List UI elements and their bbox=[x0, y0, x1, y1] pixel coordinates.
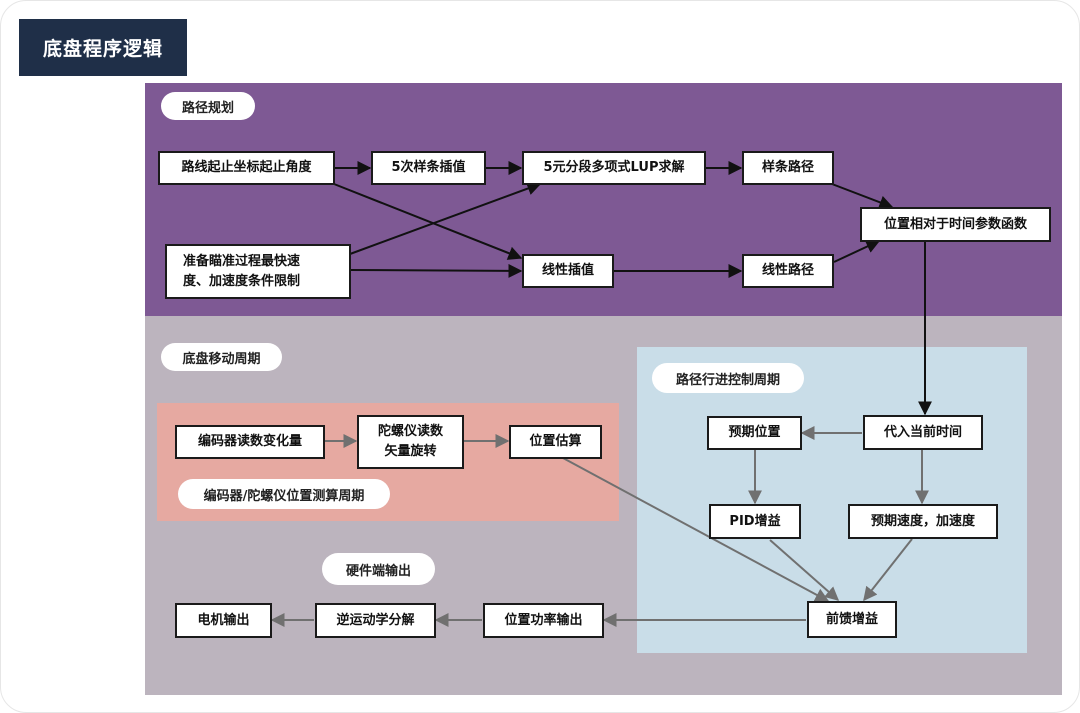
arrow-expected-vel-to-feedforward bbox=[863, 538, 913, 602]
arrow-limits-to-lup bbox=[349, 181, 542, 255]
node-position-power-output: 位置功率输出 bbox=[483, 603, 604, 638]
arrow-start-to-linear-interp bbox=[333, 183, 523, 260]
node-current-time: 代入当前时间 bbox=[863, 415, 983, 450]
node-linear-interp: 线性插值 bbox=[522, 254, 614, 288]
node-speed-accel-limits: 准备瞄准过程最快速 度、加速度条件限制 bbox=[165, 244, 351, 299]
node-inverse-kinematics: 逆运动学分解 bbox=[315, 603, 436, 638]
node-encoder-reading: 编码器读数变化量 bbox=[175, 425, 325, 459]
node-expected-position: 预期位置 bbox=[707, 416, 802, 450]
node-position-estimate: 位置估算 bbox=[509, 425, 602, 459]
node-pid-gain: PID增益 bbox=[709, 504, 801, 539]
arrow-spline-path-to-pos-func bbox=[831, 183, 894, 210]
arrow-pos-est-to-feedforward bbox=[562, 457, 830, 602]
node-lup-solve: 5元分段多项式LUP求解 bbox=[522, 151, 706, 185]
hardware-output-label: 硬件端输出 bbox=[322, 553, 435, 585]
path-planning-label: 路径规划 bbox=[161, 92, 255, 120]
encoder-cycle-label: 编码器/陀螺仪位置测算周期 bbox=[178, 479, 390, 509]
node-motor-output: 电机输出 bbox=[175, 603, 272, 638]
path-tracking-label: 路径行进控制周期 bbox=[652, 363, 804, 393]
page-title: 底盘程序逻辑 bbox=[19, 19, 187, 76]
arrow-linear-path-to-pos-func bbox=[833, 239, 881, 263]
node-linear-path: 线性路径 bbox=[742, 254, 834, 288]
node-expected-velocity: 预期速度，加速度 bbox=[848, 504, 998, 539]
node-position-time-function: 位置相对于时间参数函数 bbox=[860, 207, 1051, 242]
arrow-limits-to-linear-interp bbox=[349, 263, 523, 278]
node-feedforward-gain: 前馈增益 bbox=[807, 601, 897, 638]
chassis-cycle-label: 底盘移动周期 bbox=[161, 343, 282, 371]
node-quintic-spline: 5次样条插值 bbox=[371, 151, 486, 185]
node-gyro-rotation: 陀螺仪读数 矢量旋转 bbox=[357, 415, 464, 469]
arrow-pid-to-feedforward bbox=[769, 539, 840, 601]
node-spline-path: 样条路径 bbox=[742, 151, 834, 185]
node-start-end-coords: 路线起止坐标起止角度 bbox=[158, 151, 335, 185]
